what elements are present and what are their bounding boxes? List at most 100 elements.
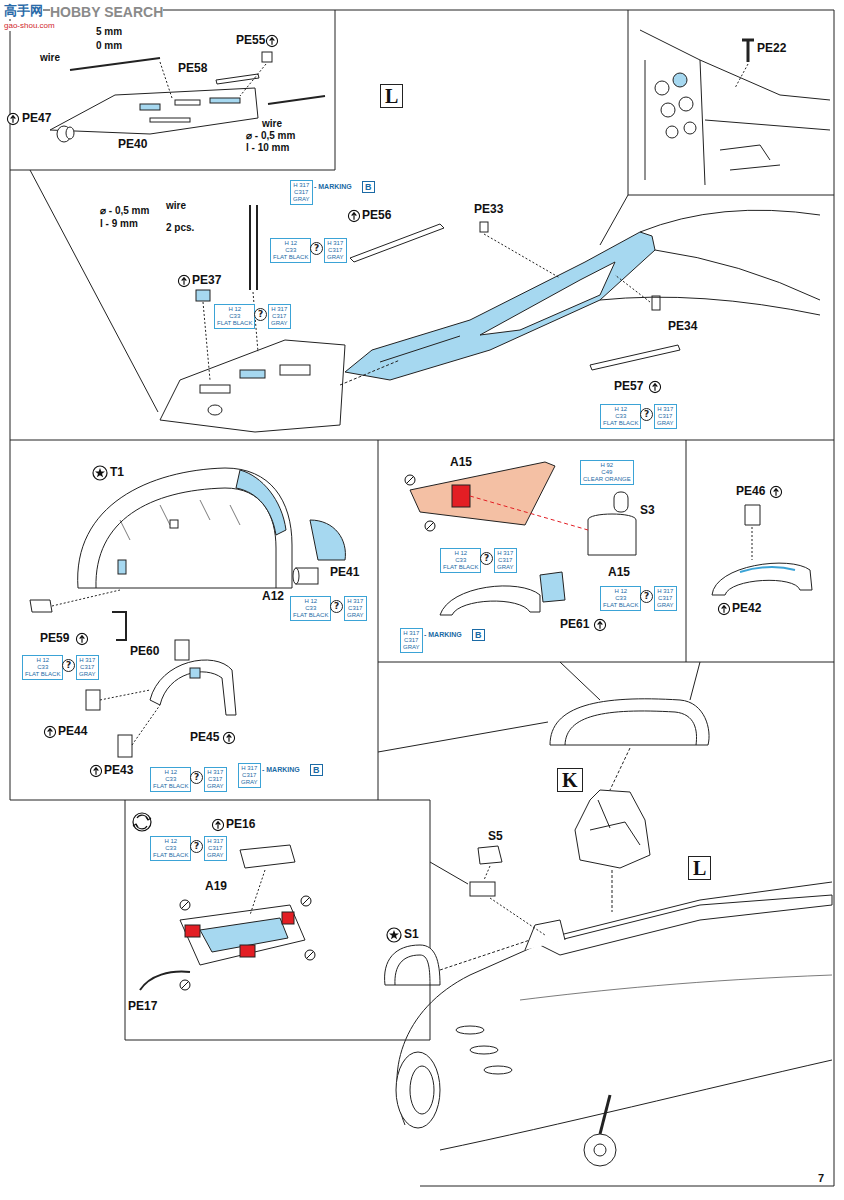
box-text: H 12 <box>273 240 308 247</box>
illustration-line <box>752 527 753 560</box>
illustration-ellipse <box>66 127 74 139</box>
question-mark-circle: ? <box>330 600 343 613</box>
label-slot: 高手网 <box>4 3 43 19</box>
label-slot: - MARKING <box>424 631 462 639</box>
box-subtext: FLAT BLACK <box>603 602 638 609</box>
illustration-line <box>484 234 560 278</box>
box-text: H 12 <box>603 588 638 595</box>
illustration-line <box>378 722 548 752</box>
part-number: PE40 <box>118 137 147 151</box>
watermark: HOBBY SEARCH <box>50 4 163 20</box>
part-number: PE42 <box>732 601 761 615</box>
part-number: PE56 <box>362 208 391 222</box>
illustration-path <box>30 600 52 612</box>
label-slot: PE40 <box>118 138 147 152</box>
illustration-path <box>133 817 151 827</box>
illustration-path <box>550 699 709 745</box>
box-text: L <box>385 85 398 107</box>
illustration-ellipse <box>293 568 299 584</box>
part-number: PE59 <box>40 631 69 645</box>
label-slot: A12 <box>262 590 284 604</box>
label-slot: PE37 <box>192 274 221 288</box>
label-slot: PE60 <box>130 645 159 659</box>
paint-code-box: H 12C33FLAT BLACK <box>214 304 255 329</box>
box-text: H 12 <box>217 306 252 313</box>
label-slot: - MARKING <box>314 183 352 191</box>
illustration-path <box>478 846 502 864</box>
question-mark-circle: ? <box>62 659 75 672</box>
part-number: T1 <box>110 465 124 479</box>
box-subtext: C317 <box>293 189 310 196</box>
box-text: H 317 <box>207 769 224 776</box>
label-slot: A19 <box>205 880 227 894</box>
illustration-path <box>397 882 832 1125</box>
paint-code-box: H 12C33FLAT BLACK <box>150 836 191 861</box>
paint-code-box: H 317C317GRAY <box>268 304 291 329</box>
box-text: ? <box>641 409 652 420</box>
box-text: H 12 <box>293 598 328 605</box>
box-text: ? <box>191 772 202 783</box>
floor-plate-inset <box>50 52 325 142</box>
box-subtext: C317 <box>327 247 344 254</box>
paint-code-box: H 317C317GRAY <box>76 655 99 680</box>
label-slot: PE16 <box>226 818 255 832</box>
illustration-rect <box>190 668 200 678</box>
label-slot: PE46 <box>736 485 765 499</box>
label-slot: PE44 <box>58 725 87 739</box>
part-number: A15 <box>450 455 472 469</box>
illustration-rect <box>200 385 230 393</box>
illustration-polygon <box>240 845 295 868</box>
illustration-path <box>480 262 615 335</box>
cockpit-tub <box>160 205 820 432</box>
label-slot: - MARKING <box>262 766 300 774</box>
box-text: ? <box>63 660 74 671</box>
question-mark-circle: ? <box>640 590 653 603</box>
illustration-rect <box>150 118 190 122</box>
box-subtext: C317 <box>241 772 258 779</box>
illustration-path <box>10 10 335 170</box>
illustration-rect <box>240 945 255 957</box>
paint-code-box: H 12C33FLAT BLACK <box>22 655 63 680</box>
box-text: B <box>365 182 372 192</box>
illustration-path <box>150 660 236 715</box>
box-subtext: C317 <box>79 664 96 671</box>
box-text: H 12 <box>153 838 188 845</box>
label-slot: PE55 <box>236 34 265 48</box>
label-slot: wire <box>40 52 60 64</box>
illustration-path <box>640 30 830 100</box>
label-slot: ⌀ - 0,5 mm <box>246 130 295 142</box>
box-subtext: GRAY <box>497 564 514 571</box>
label-slot: PE42 <box>732 602 761 616</box>
illustration-rect <box>282 912 294 924</box>
part-number: S1 <box>404 927 419 941</box>
illustration-use <box>425 521 435 531</box>
illustration-line <box>203 302 210 380</box>
box-text: H 317 <box>657 406 674 413</box>
label-slot: HOBBY SEARCH <box>50 4 163 21</box>
side-arch-detail <box>712 505 812 595</box>
paint-code-box: H 317C317GRAY <box>204 767 227 792</box>
illustration-path <box>705 120 830 130</box>
illustration-path <box>385 945 440 985</box>
illustration-rect <box>614 492 628 512</box>
illustration-rect <box>175 640 189 660</box>
box-text: H 317 <box>207 838 224 845</box>
illustration-rect <box>480 222 488 232</box>
illustration-rect <box>210 98 240 103</box>
paint-code-box: H 317C317GRAY <box>204 836 227 861</box>
paint-code-box: H 317C317GRAY <box>494 548 517 573</box>
box-text: H 12 <box>603 406 638 413</box>
box-text: H 317 <box>657 588 674 595</box>
label-slot: wire <box>166 200 186 212</box>
label-slot: 2 pcs. <box>166 222 194 234</box>
illustration-ellipse <box>396 1052 440 1128</box>
illustration-ellipse <box>470 1046 498 1054</box>
box-subtext: C33 <box>293 605 328 612</box>
part-number: PE16 <box>226 817 255 831</box>
label-slot: PE45 <box>190 731 219 745</box>
illustration-line <box>610 748 630 790</box>
illustration-use <box>405 475 415 485</box>
illustration-path <box>236 470 286 535</box>
box-subtext: FLAT BLACK <box>153 852 188 859</box>
